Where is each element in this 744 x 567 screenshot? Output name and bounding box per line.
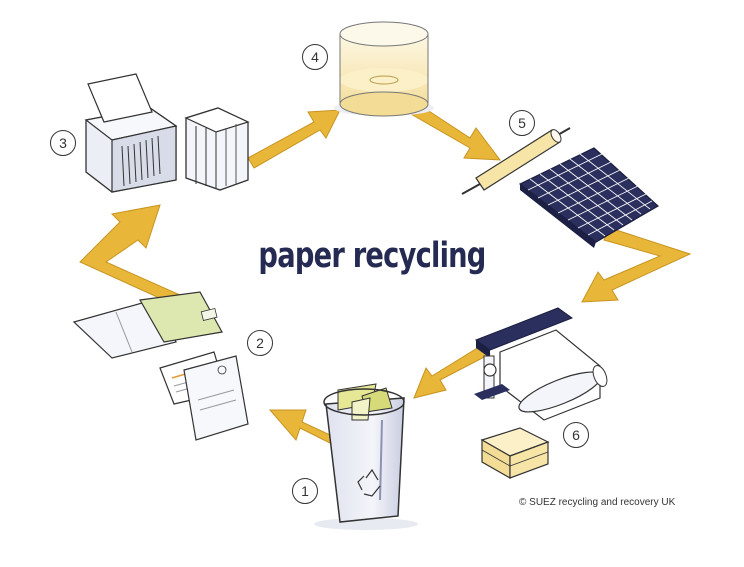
drying-screen xyxy=(518,147,660,248)
step-number-3: 3 xyxy=(50,130,76,156)
step-number-4: 4 xyxy=(302,44,328,70)
step-number-2: 2 xyxy=(247,330,273,356)
arrow-bales-to-vat xyxy=(247,109,341,169)
paper-bales xyxy=(184,107,250,191)
arrow-vat-to-roller xyxy=(403,99,502,161)
step-number-1: 1 xyxy=(292,478,318,504)
arrow-letters-to-shredder xyxy=(79,204,181,306)
arrow-press-to-bin xyxy=(413,343,491,399)
pulp-roller xyxy=(461,127,571,195)
copyright-credit: © SUEZ recycling and recovery UK xyxy=(519,497,676,508)
step-number-6: 6 xyxy=(563,422,589,448)
arrow-screen-to-press xyxy=(581,227,692,303)
paper-stacks xyxy=(480,427,550,480)
paper-press xyxy=(474,307,608,421)
diagram-title: paper recycling xyxy=(258,236,486,276)
step-number-5: 5 xyxy=(509,110,535,136)
shredder xyxy=(84,73,178,193)
letters-and-envelopes xyxy=(72,291,249,441)
shredded-strips xyxy=(121,135,161,187)
pulping-vat xyxy=(334,21,434,117)
recycle-symbol-icon xyxy=(357,468,381,497)
screen-grid xyxy=(527,153,653,237)
recycling-bin xyxy=(314,383,418,530)
